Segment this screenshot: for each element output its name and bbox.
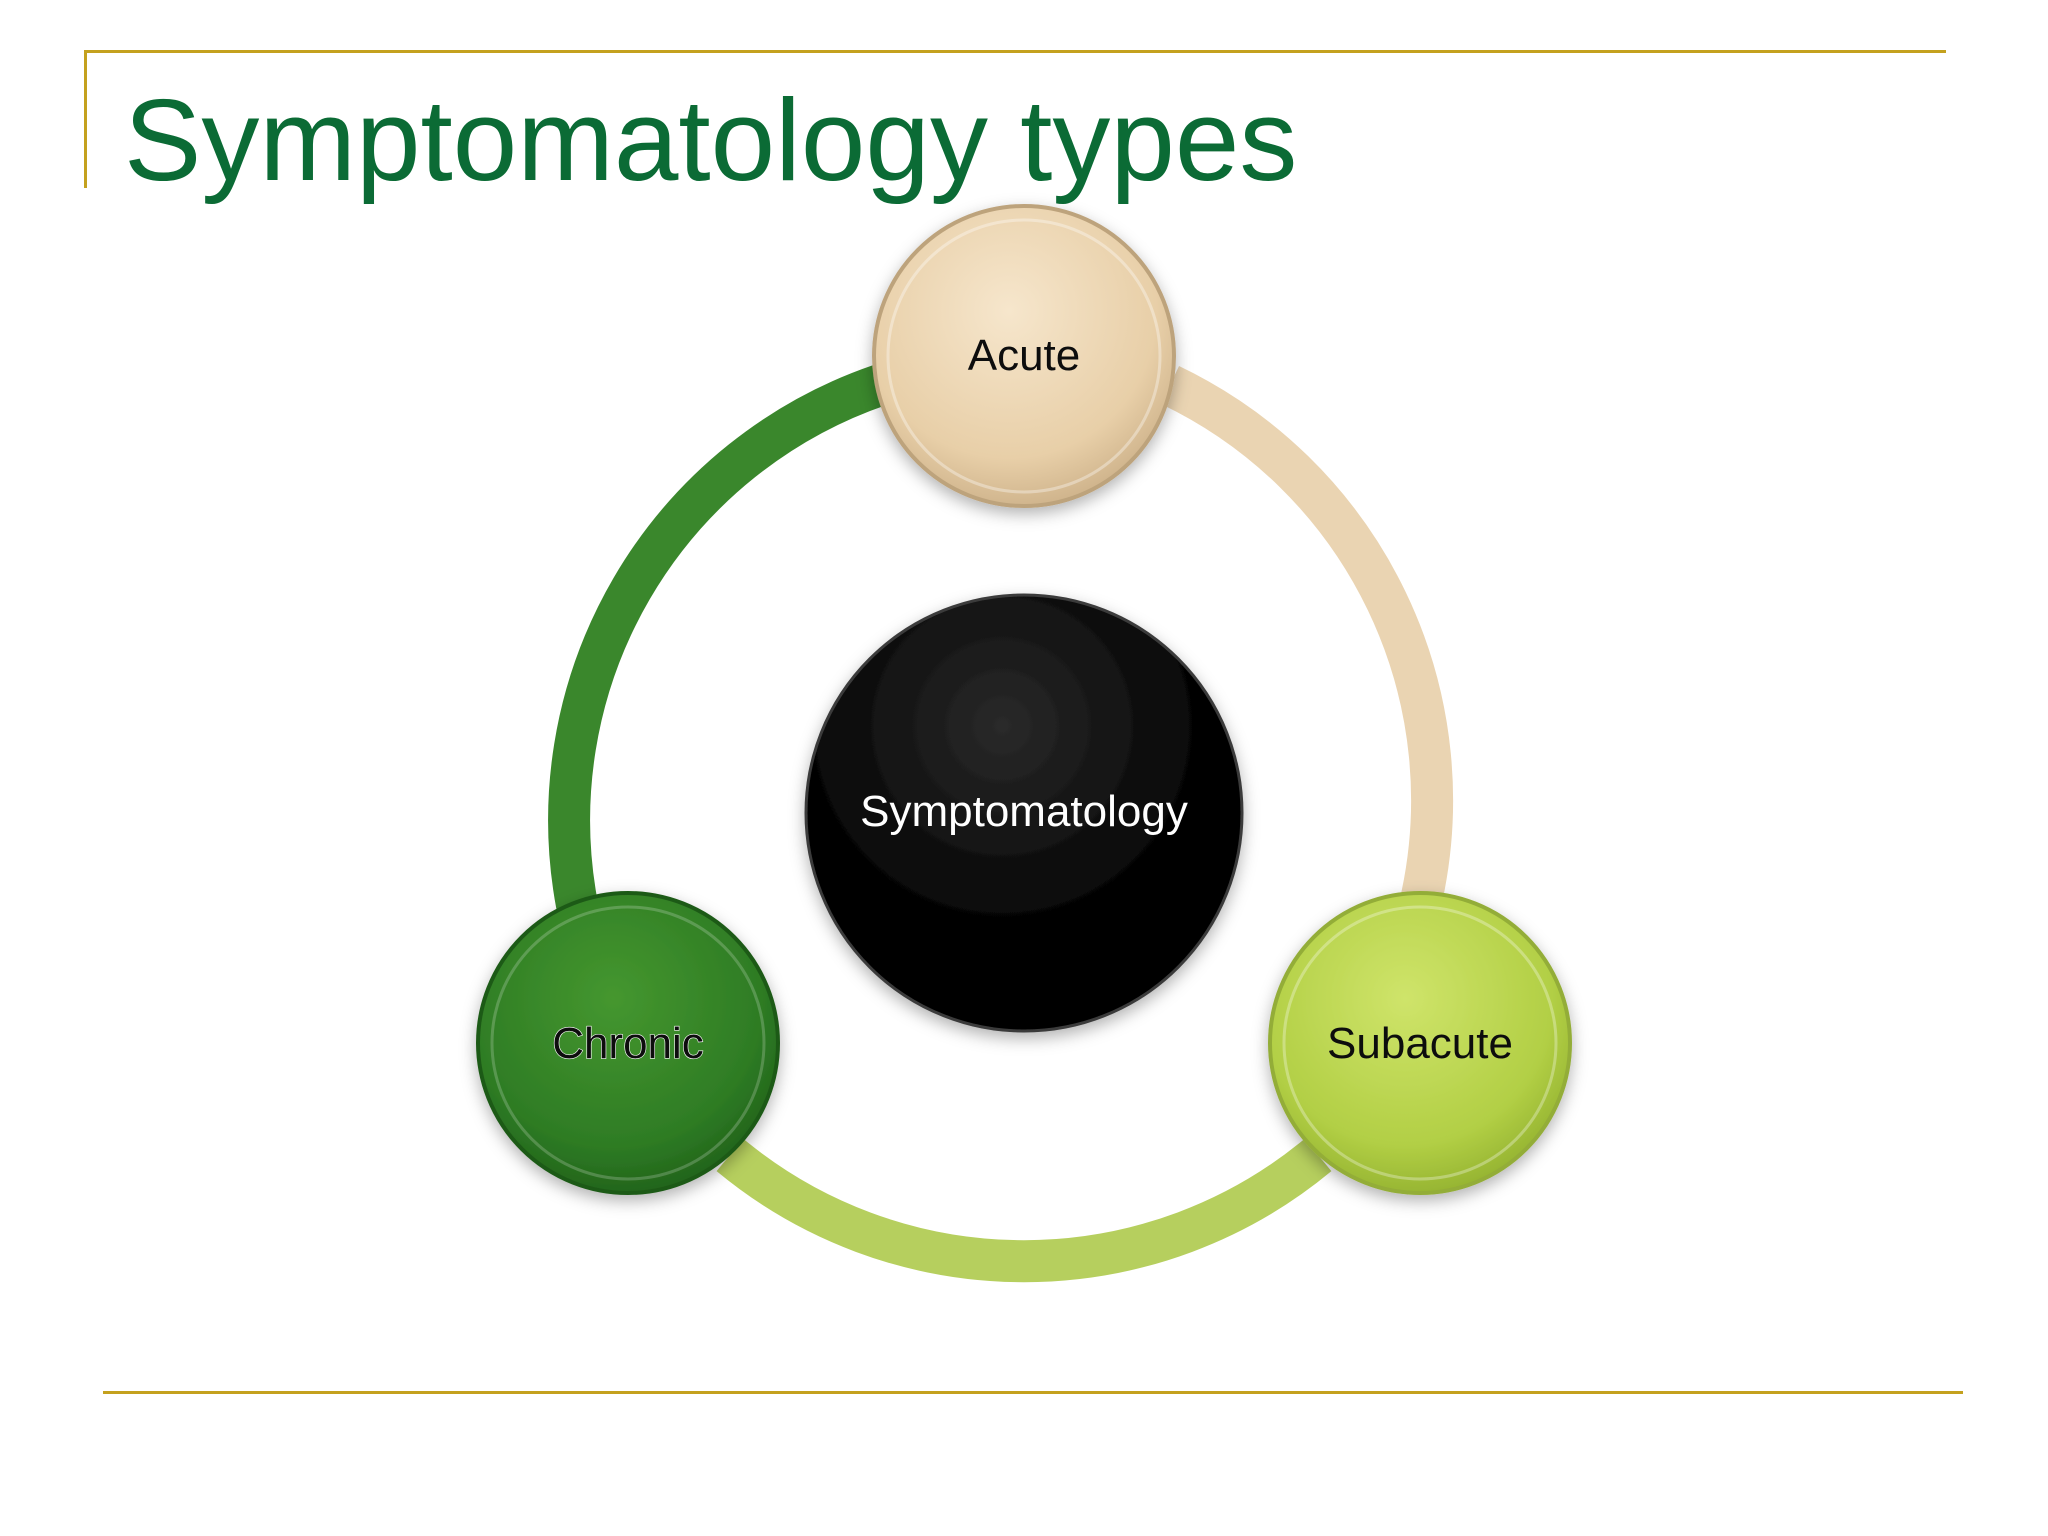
center-node-label: Symptomatology xyxy=(860,787,1188,836)
node-chronic: Chronic xyxy=(476,891,780,1195)
arc-chronic-to-acute xyxy=(548,365,887,909)
node-acute-label: Acute xyxy=(968,331,1081,380)
arc-layer xyxy=(548,365,1454,1283)
node-chronic-label: Chronic xyxy=(552,1019,704,1068)
center-node: Symptomatology xyxy=(804,593,1244,1033)
slide-title: Symptomatology types xyxy=(124,75,1298,205)
arc-subacute-to-chronic xyxy=(716,1138,1332,1283)
left-rule xyxy=(84,50,87,188)
node-acute: Acute xyxy=(872,204,1176,508)
top-rule xyxy=(84,50,1946,53)
bottom-rule xyxy=(103,1391,1963,1394)
node-subacute: Subacute xyxy=(1268,891,1572,1195)
arc-acute-to-subacute xyxy=(1160,366,1454,910)
node-subacute-label: Subacute xyxy=(1327,1019,1513,1068)
